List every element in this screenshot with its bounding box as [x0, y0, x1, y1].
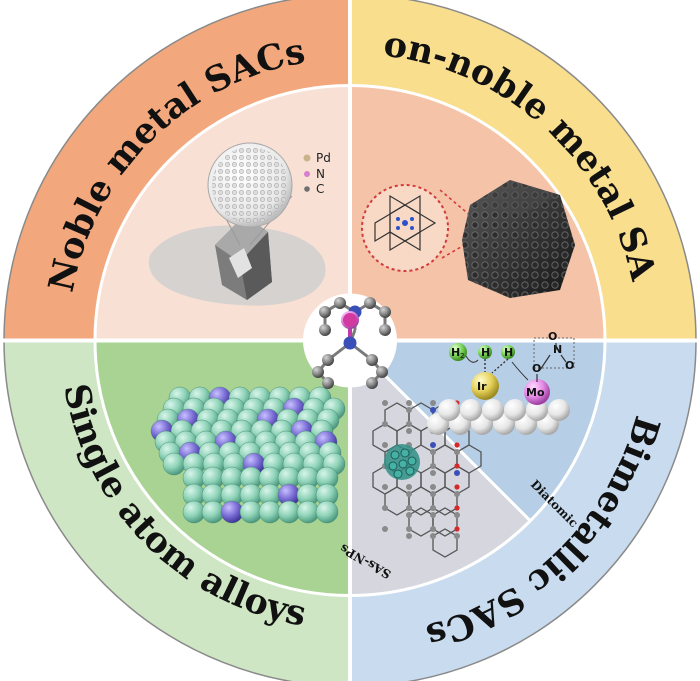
legend-swatch-n: [304, 171, 310, 177]
legend-swatch-pd: [303, 154, 311, 162]
h2-label: H: [451, 346, 460, 359]
o-label-2: O: [565, 359, 574, 372]
center-molecule: [303, 293, 397, 389]
h-label-1: H: [481, 346, 490, 359]
h-atom-2: [501, 345, 515, 359]
element-legend: Pd N C: [303, 151, 331, 196]
h2-subscript: 2: [460, 352, 464, 360]
ir-label: Ir: [477, 380, 487, 393]
non-noble-illustration: [361, 180, 575, 298]
legend-swatch-c: [304, 186, 310, 192]
o-label: O: [532, 362, 541, 375]
legend-c: C: [316, 182, 324, 196]
h2-molecule: [449, 343, 467, 361]
mo-label: Mo: [526, 386, 545, 399]
h-atom-1: [478, 345, 492, 359]
legend-n: N: [316, 167, 325, 181]
legend-pd: Pd: [316, 151, 331, 165]
alloy-illustration: [150, 386, 346, 524]
noble-metal-illustration: Pd N C: [148, 142, 331, 306]
n-label: N: [553, 343, 562, 356]
ir-atom: [471, 372, 499, 400]
mo-atom: [524, 379, 550, 405]
h-label-2: H: [504, 346, 513, 359]
o-label-3: O: [548, 330, 557, 343]
